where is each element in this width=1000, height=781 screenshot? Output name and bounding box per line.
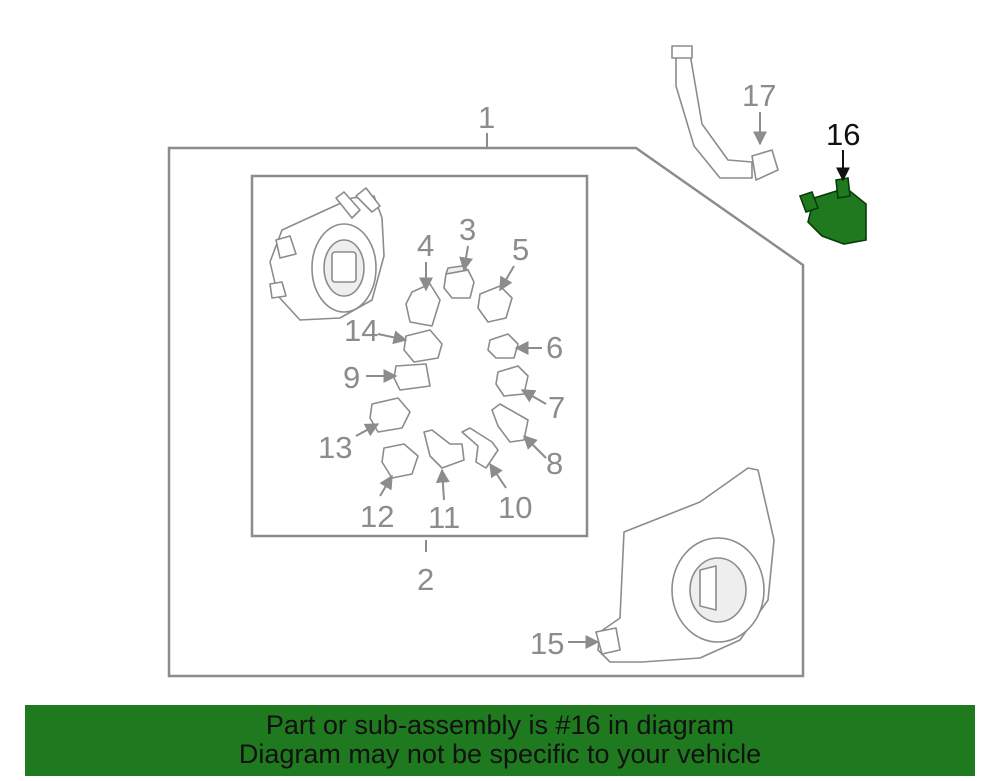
callout-15: 15 bbox=[530, 626, 564, 661]
callout-6: 6 bbox=[546, 330, 563, 365]
highlighted-part-16[interactable] bbox=[798, 177, 867, 245]
callout-9: 9 bbox=[343, 360, 360, 395]
callout-3: 3 bbox=[459, 212, 476, 247]
callout-11: 11 bbox=[428, 500, 460, 535]
part-12-shape bbox=[381, 443, 419, 479]
info-banner: Part or sub-assembly is #16 in diagram D… bbox=[25, 705, 975, 776]
banner-line-2: Diagram may not be specific to your vehi… bbox=[238, 739, 762, 769]
part-13-shape bbox=[369, 397, 411, 433]
part-10-shape bbox=[461, 427, 499, 469]
steering-wheel-part bbox=[595, 467, 775, 663]
callout-16: 16 bbox=[826, 117, 860, 152]
banner-line-1: Part or sub-assembly is #16 in diagram bbox=[265, 710, 735, 740]
leader-lines bbox=[355, 112, 850, 649]
part-9-shape bbox=[393, 363, 431, 391]
callout-2: 2 bbox=[417, 562, 434, 597]
callout-17: 17 bbox=[742, 78, 776, 113]
clock-spring-part bbox=[269, 187, 385, 321]
callout-14: 14 bbox=[344, 313, 378, 348]
hose-part bbox=[671, 45, 779, 181]
part-11-shape bbox=[423, 429, 465, 469]
callout-8: 8 bbox=[546, 446, 563, 481]
callout-13: 13 bbox=[318, 430, 352, 465]
callout-5: 5 bbox=[512, 232, 529, 267]
callout-10: 10 bbox=[498, 490, 532, 525]
callout-7: 7 bbox=[548, 390, 565, 425]
part-14-shape bbox=[403, 329, 443, 363]
callout-1: 1 bbox=[478, 100, 495, 135]
callout-4: 4 bbox=[417, 228, 434, 263]
part-6-shape bbox=[487, 333, 519, 359]
callout-12: 12 bbox=[360, 499, 394, 534]
parts-diagram: 1 2 3 4 5 6 7 8 9 10 11 12 13 14 15 16 1… bbox=[167, 45, 867, 678]
